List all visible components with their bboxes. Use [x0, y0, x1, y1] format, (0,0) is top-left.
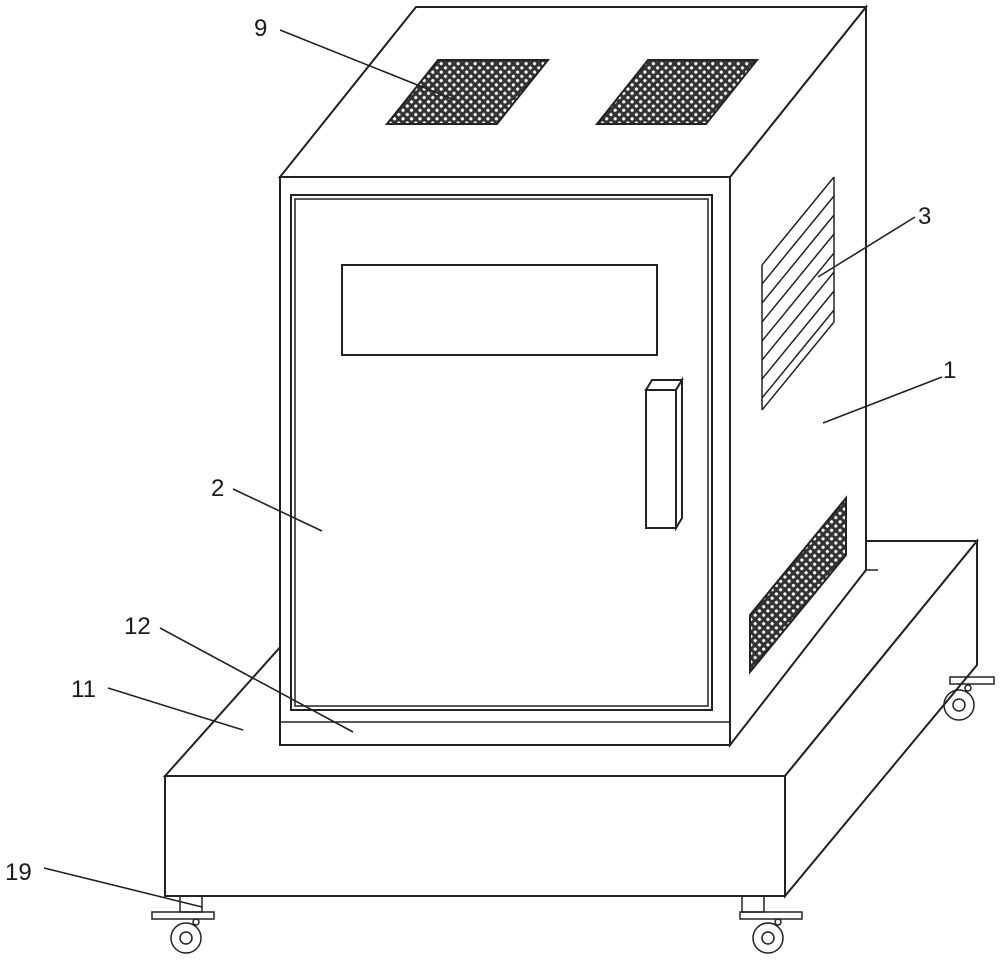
- label-2: 2: [211, 475, 224, 502]
- caster-front-left: [151, 895, 215, 954]
- top-vent-left: [384, 59, 551, 125]
- display-window: [341, 264, 658, 356]
- leader-lines: [43, 29, 943, 908]
- label-12: 12: [124, 613, 151, 640]
- front-door: [290, 194, 713, 711]
- label-11: 11: [71, 676, 96, 703]
- side-lower-mesh: [749, 495, 847, 675]
- door-handle: [645, 389, 677, 529]
- top-vent-right: [594, 59, 760, 125]
- label-9: 9: [254, 15, 267, 42]
- caster-back-right: [943, 676, 995, 721]
- label-1: 1: [943, 357, 956, 384]
- caster-front-right: [739, 895, 803, 954]
- label-3: 3: [918, 203, 931, 230]
- side-louver-vent: [761, 176, 835, 411]
- label-19: 19: [5, 859, 32, 886]
